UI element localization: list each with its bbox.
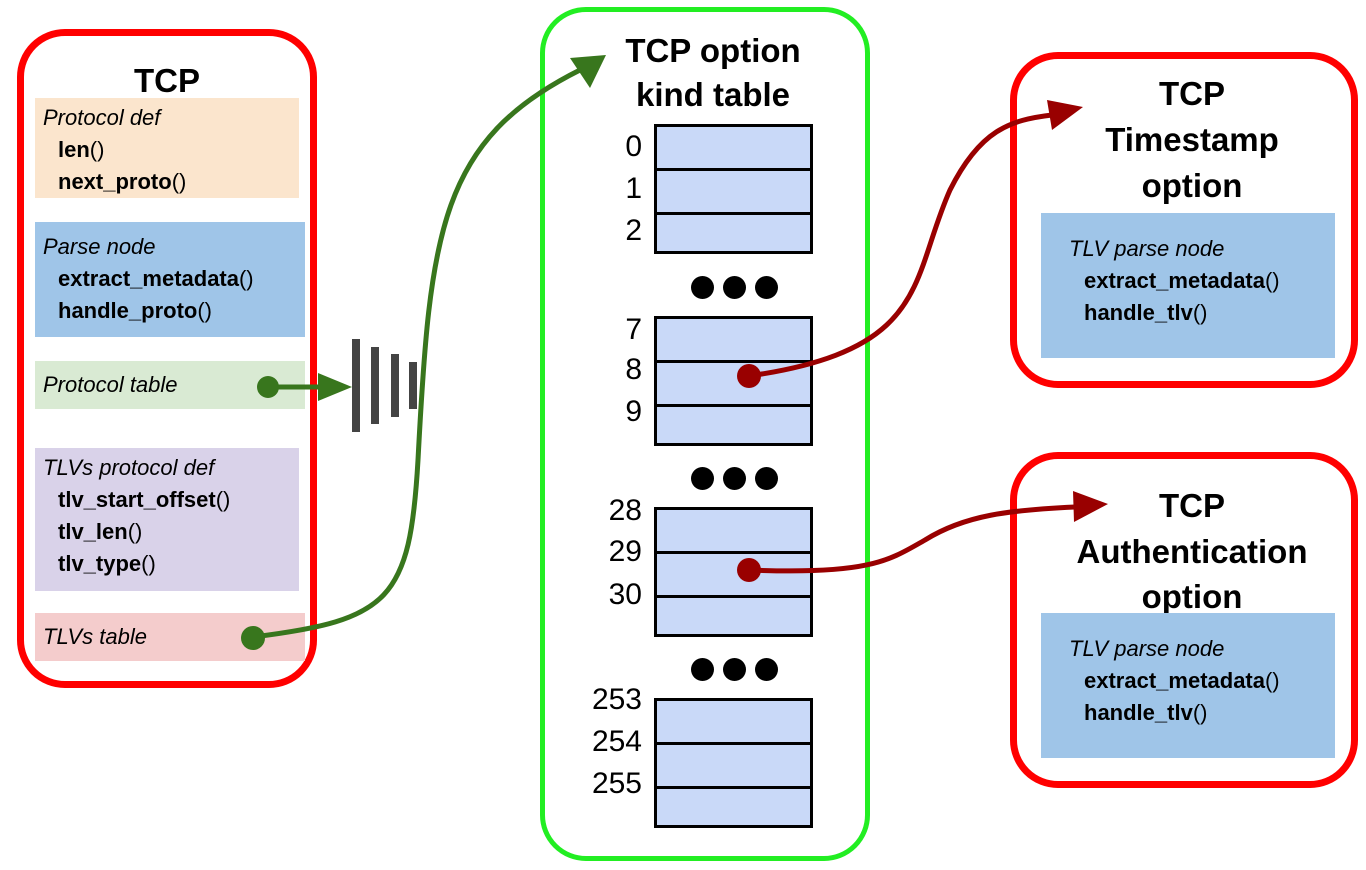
kind-table-group-1 [654,316,813,446]
kind-number: 7 [625,313,642,346]
kind-table-title-line1: TCP option [625,32,801,69]
table-row [657,745,810,789]
protocol-def-section: Protocol def len() next_proto() [35,98,299,198]
table-row [657,701,810,745]
protocol-table-label: Protocol table [43,372,178,397]
kind-table-title-line2: kind table [635,76,791,113]
kind-8-arrow [737,100,1083,388]
kind-number: 29 [608,535,642,568]
timestamp-title-line3: option [1141,167,1243,204]
fn-len: len() [58,137,105,162]
auth-title-line3: option [1141,578,1243,615]
timestamp-tlv-parse-node: TLV parse node extract_metadata() handle… [1041,213,1335,358]
fn-tlv-type: tlv_type() [58,551,156,576]
tlvs-table-label: TLVs table [43,624,147,649]
kind-29-arrow [737,491,1108,582]
auth-title-line2: Authentication [1076,533,1308,570]
table-row [657,510,810,554]
tlv-parse-node-heading: TLV parse node [1069,236,1225,261]
auth-tlv-parse-node: TLV parse node extract_metadata() handle… [1041,613,1335,758]
tcp-box-title: TCP [134,62,200,99]
table-row [657,171,810,215]
ground-icon [352,339,417,432]
kind-number: 254 [591,725,642,758]
fn-handle-proto: handle_proto() [58,298,212,323]
fn-extract-metadata: extract_metadata() [58,266,254,291]
fn-tlv-len: tlv_len() [58,519,143,544]
table-row [657,554,810,598]
tlvs-table-arrow [241,55,606,650]
parse-node-heading: Parse node [43,234,156,259]
kind-number: 0 [625,130,642,163]
tlv-parse-node-heading: TLV parse node [1069,636,1225,661]
timestamp-option-box: TCP Timestamp option [1010,52,1358,388]
parse-node-section: Parse node extract_metadata() handle_pro… [35,222,305,337]
fn-extract-metadata: extract_metadata() [1084,668,1280,693]
fn-next-proto: next_proto() [58,169,187,194]
authentication-option-box: TCP Authentication option [1010,452,1358,788]
kind-number: 28 [608,494,642,527]
timestamp-title-line1: TCP [1159,75,1225,112]
ellipsis-icon [690,467,780,491]
protocol-def-heading: Protocol def [43,105,161,130]
auth-title-line1: TCP [1159,487,1225,524]
ellipsis-icon [690,658,780,682]
kind-number: 255 [591,767,642,800]
tlvs-protocol-def-heading: TLVs protocol def [43,455,215,480]
kind-table-group-3 [654,698,813,828]
protocol-table-arrow [257,373,352,401]
kind-table-group-0 [654,124,813,254]
kind-number: 1 [625,172,642,205]
table-row [657,127,810,171]
table-row [657,363,810,407]
fn-extract-metadata: extract_metadata() [1084,268,1280,293]
kind-number: 30 [608,578,642,611]
kind-number: 253 [591,683,642,716]
fn-tlv-start-offset: tlv_start_offset() [58,487,231,512]
tcp-box: TCP [17,29,317,688]
fn-handle-tlv: handle_tlv() [1084,300,1208,325]
fn-handle-tlv: handle_tlv() [1084,700,1208,725]
table-row [657,319,810,363]
timestamp-title-line2: Timestamp [1105,121,1279,158]
kind-number: 8 [625,353,642,386]
kind-number: 2 [625,214,642,247]
ellipsis-icon [690,276,780,300]
kind-table-box: TCP option kind table [540,7,870,861]
kind-number: 9 [625,395,642,428]
tlvs-protocol-def-section: TLVs protocol def tlv_start_offset() tlv… [35,448,299,591]
